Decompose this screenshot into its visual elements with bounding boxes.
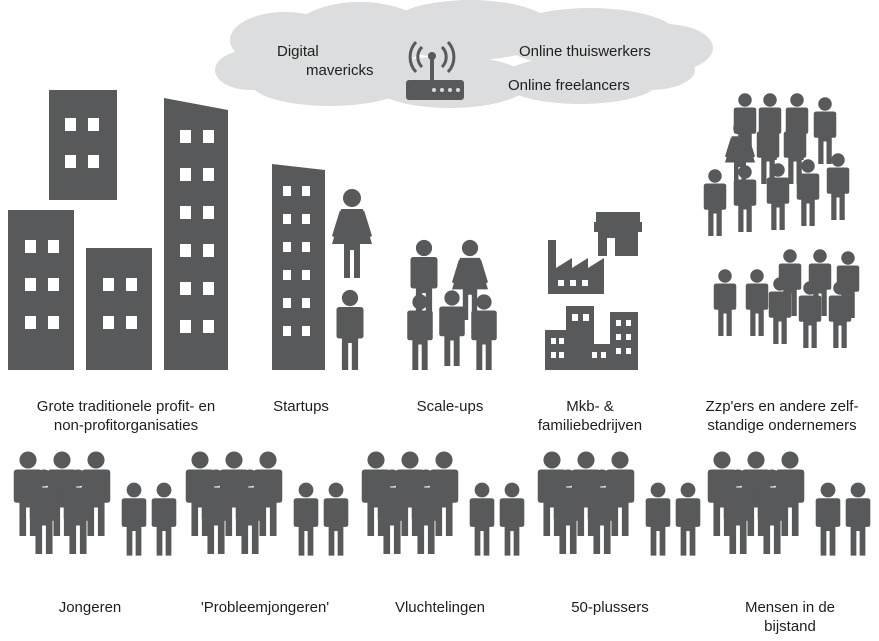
sme-shop-factory-icon bbox=[545, 212, 642, 370]
sme-windows bbox=[551, 280, 631, 358]
label-freelancers-line1: Zzp'ers en andere zelf- bbox=[705, 398, 859, 415]
label-welfare-line2: bijstand bbox=[764, 618, 816, 635]
label-youth: Jongeren bbox=[58, 599, 122, 616]
label-welfare-line1: Mensen in de bbox=[744, 599, 836, 616]
label-problem-youth: 'Probleemjongeren' bbox=[200, 599, 330, 616]
label-welfare: Mensen in de bijstand bbox=[715, 598, 865, 636]
office-buildings-icon bbox=[8, 90, 228, 370]
youth-crowd-icon bbox=[14, 451, 177, 555]
wifi-router-icon bbox=[406, 40, 464, 100]
label-large-orgs-line2: non-profitorganisaties bbox=[53, 417, 199, 434]
label-freelancers: Zzp'ers en andere zelf- standige onderne… bbox=[688, 397, 876, 435]
startup-building-icon bbox=[272, 164, 325, 370]
cloud-label-digital: Digital bbox=[277, 43, 319, 60]
label-freelancers-line2: standige ondernemers bbox=[707, 417, 857, 434]
refugees-crowd-icon bbox=[362, 451, 525, 555]
cloud-label-online-freelancers: Online freelancers bbox=[508, 77, 630, 94]
label-sme: Mkb- & familiebedrijven bbox=[525, 397, 655, 435]
freelancers-crowd-icon bbox=[703, 93, 860, 348]
label-sme-line2: familiebedrijven bbox=[537, 417, 643, 434]
label-scaleups: Scale-ups bbox=[416, 398, 484, 415]
problem-youth-crowd-icon bbox=[186, 451, 349, 555]
cloud-label-online-thuiswerkers: Online thuiswerkers bbox=[519, 43, 651, 60]
label-large-orgs: Grote traditionele profit- en non-profit… bbox=[8, 397, 244, 435]
label-startups: Startups bbox=[273, 398, 329, 415]
over50-crowd-icon bbox=[538, 451, 701, 555]
welfare-crowd-icon bbox=[708, 451, 871, 555]
building-windows bbox=[25, 118, 214, 333]
label-sme-line1: Mkb- & bbox=[566, 398, 614, 415]
label-refugees: Vluchtelingen bbox=[394, 599, 486, 616]
startup-people-icon bbox=[332, 189, 372, 370]
label-large-orgs-line1: Grote traditionele profit- en bbox=[36, 398, 216, 415]
label-over50: 50-plussers bbox=[571, 599, 649, 616]
startup-building-windows bbox=[283, 186, 310, 336]
scaleup-people-icon bbox=[407, 239, 497, 370]
cloud-label-mavericks: mavericks bbox=[306, 62, 374, 79]
